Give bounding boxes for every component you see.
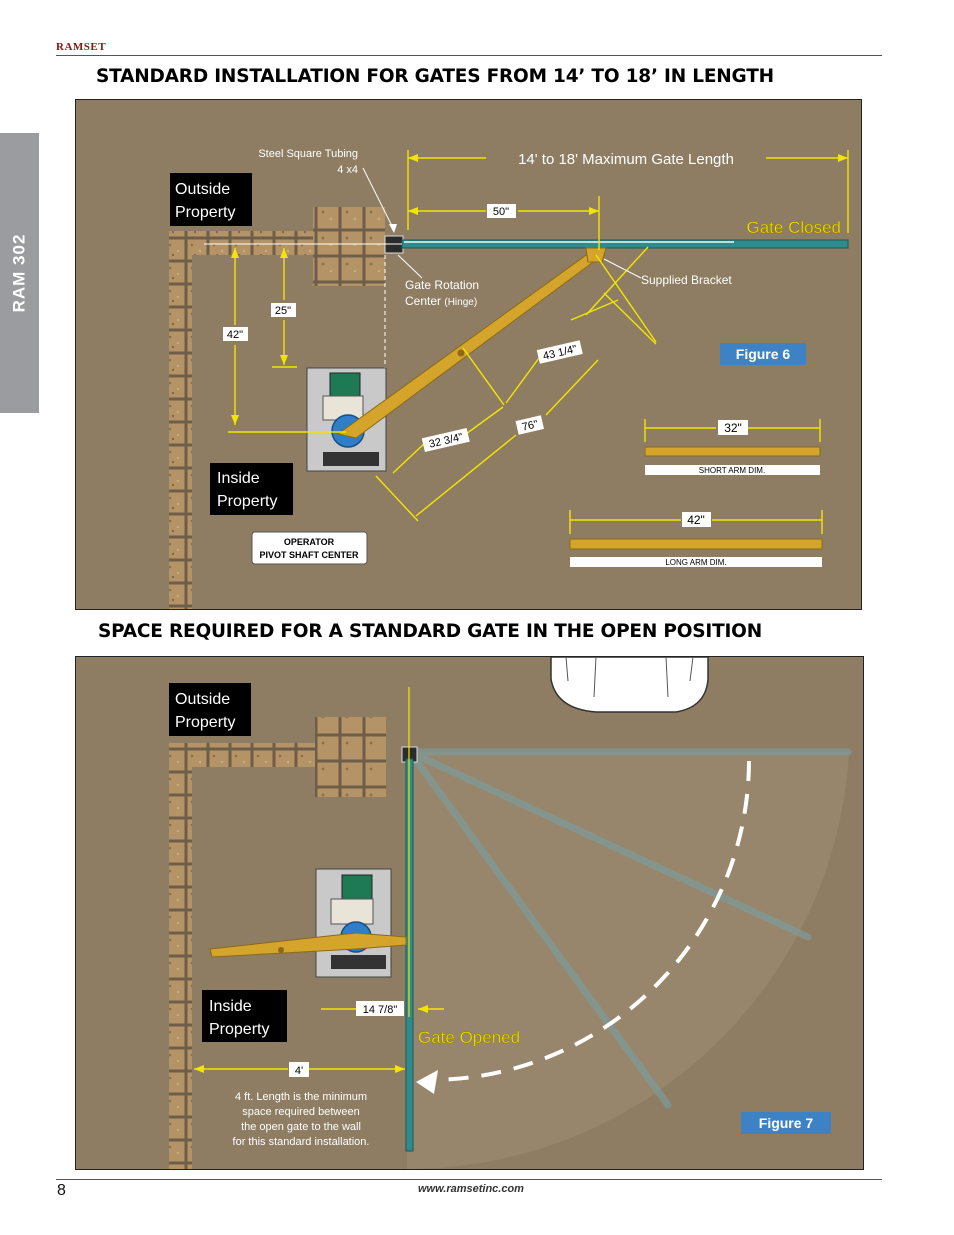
gate-ghost-positions — [406, 748, 852, 1109]
section-heading-installation: STANDARD INSTALLATION FOR GATES FROM 14’… — [96, 66, 774, 87]
long-arm-label-box — [570, 557, 822, 567]
outside-property-box — [169, 683, 251, 736]
operator-base — [331, 955, 386, 969]
side-tab-label: RAM 302 — [9, 233, 29, 313]
outside-property-line1: Outside — [175, 181, 230, 198]
brand-logo: RAMSET — [56, 41, 107, 53]
figure-7-badge — [741, 1112, 831, 1134]
outside-property-line1: Outside — [175, 691, 230, 708]
tubing-leader — [362, 167, 395, 231]
dim-76: 76" — [521, 418, 540, 433]
figure-6-badge — [720, 343, 806, 365]
figure-7-label: Figure 7 — [759, 1115, 814, 1131]
note-line-4: for this standard installation. — [233, 1136, 370, 1148]
long-arm-value-box — [682, 512, 711, 527]
gate-highlight — [404, 241, 734, 243]
dimension-arrows — [231, 154, 848, 425]
dim-25: 25" — [275, 305, 291, 317]
swing-arrowhead — [416, 1070, 438, 1094]
inside-property-box — [210, 463, 293, 515]
dim-14-7-8-box — [356, 1001, 404, 1016]
figure-7-svg: Outside Property Inside Property 14 7/8"… — [169, 657, 852, 1169]
short-arm-label: SHORT ARM DIM. — [699, 466, 765, 475]
operator-arm — [209, 932, 407, 958]
dim-43-1-4-group: 43 1/4" — [536, 340, 583, 364]
note-line-1: 4 ft. Length is the minimum — [235, 1091, 367, 1103]
pivot-label-1: Gate Rotation — [405, 278, 479, 292]
dimension-lines — [228, 150, 849, 522]
dim-43-1-4: 43 1/4" — [542, 343, 578, 362]
short-arm-value: 32" — [724, 421, 742, 435]
page-number: 8 — [57, 1182, 66, 1199]
max-gate-length-label: 14' to 18' Maximum Gate Length — [518, 151, 734, 168]
swing-path-arrow — [425, 760, 751, 1083]
short-arm-value-box — [718, 420, 748, 435]
long-arm-label: LONG ARM DIM. — [665, 558, 726, 567]
long-arm-value: 42" — [687, 513, 705, 527]
tubing-leader-arrow — [389, 224, 397, 233]
inside-property-line1: Inside — [209, 998, 252, 1015]
outside-property-line2: Property — [175, 714, 235, 731]
pivot-label-2: Center (Hinge) — [405, 294, 477, 308]
operator-pivot-label-box — [251, 531, 368, 565]
inside-property-box — [202, 990, 287, 1042]
figure-7-open-position-diagram: Outside Property Inside Property 14 7/8"… — [75, 656, 864, 1170]
figure-6-svg: Steel Square Tubing 4 x4 14' to 18' Maxi… — [169, 148, 849, 609]
dim-25-box — [271, 303, 296, 317]
footer-website: www.ramsetinc.com — [418, 1183, 524, 1195]
wall-vertical — [169, 743, 192, 1169]
operator-base — [323, 452, 379, 466]
gate-swing-area — [407, 752, 849, 1169]
section-heading-open-position: SPACE REQUIRED FOR A STANDARD GATE IN TH… — [98, 621, 762, 642]
tubing-label-1: Steel Square Tubing — [258, 148, 358, 160]
dim-4ft-arrow-right — [395, 1065, 405, 1073]
long-arm-bar — [569, 538, 823, 550]
dim-50-box — [487, 204, 516, 218]
gate-closed-label: Gate Closed — [747, 218, 842, 237]
dim-4ft-arrow-left — [194, 1065, 204, 1073]
arm-joint — [457, 349, 465, 357]
wall-vertical — [169, 231, 192, 609]
dim-76-group: 76" — [515, 415, 545, 435]
side-tab — [0, 133, 39, 413]
inside-property-line1: Inside — [217, 470, 260, 487]
dim-32-3-4: 32 3/4" — [428, 431, 464, 450]
operator-pivot-label-1: OPERATOR — [284, 537, 335, 547]
outside-property-box — [170, 173, 252, 226]
car — [550, 657, 709, 713]
header-rule — [56, 55, 882, 56]
dim-42: 42" — [227, 329, 243, 341]
post-pillar — [315, 717, 386, 797]
arm-joint — [278, 947, 284, 953]
operator-motor — [341, 874, 373, 900]
note-line-2: space required between — [242, 1106, 359, 1118]
inside-property-line2: Property — [209, 1021, 269, 1038]
dim-14-7-8: 14 7/8" — [363, 1004, 398, 1016]
dim-4ft: 4' — [295, 1065, 303, 1077]
gate-opened-label: Gate Opened — [418, 1028, 520, 1047]
outside-property-line2: Property — [175, 204, 235, 221]
operator-gearbox — [330, 898, 374, 925]
supplied-bracket-label: Supplied Bracket — [641, 273, 732, 287]
figure-6-label: Figure 6 — [736, 346, 791, 362]
dim-50: 50" — [493, 206, 509, 218]
tubing-label-2: 4 x4 — [337, 164, 358, 176]
note-line-3: the open gate to the wall — [241, 1121, 361, 1133]
figure-6-installation-diagram: Steel Square Tubing 4 x4 14' to 18' Maxi… — [75, 99, 862, 610]
dim-42-box — [223, 327, 248, 341]
side-tab-label-wrap: RAM 302 — [0, 133, 39, 413]
dim-4ft-box — [289, 1062, 309, 1077]
operator-pivot-label-2: PIVOT SHAFT CENTER — [259, 550, 359, 560]
post-pillar — [313, 207, 385, 286]
bracket-leader — [603, 258, 642, 279]
dim-14-arrow-right — [418, 1005, 428, 1013]
footer-rule — [56, 1179, 882, 1180]
hinge-leader — [397, 254, 423, 279]
short-arm-bar — [644, 446, 821, 457]
dim-32-3-4-group: 32 3/4" — [421, 428, 470, 453]
car-details — [565, 657, 694, 698]
operator-motor — [329, 372, 361, 400]
inside-property-line2: Property — [217, 493, 277, 510]
short-arm-label-box — [645, 465, 820, 475]
